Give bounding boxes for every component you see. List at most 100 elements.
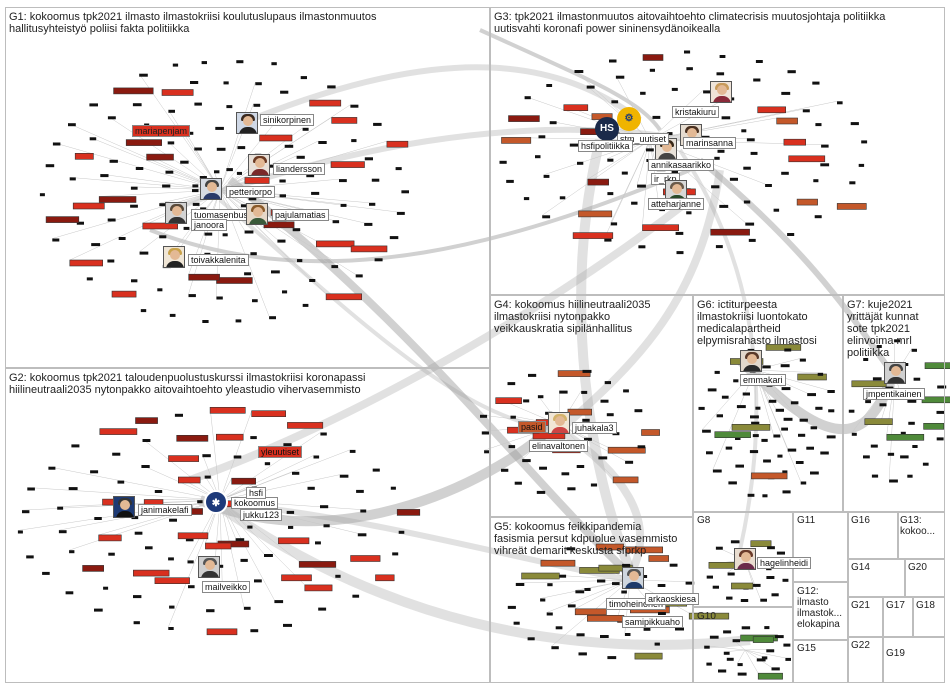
graph-node[interactable]	[637, 445, 646, 449]
graph-node[interactable]	[172, 63, 179, 67]
graph-node[interactable]	[395, 167, 402, 171]
graph-node[interactable]	[527, 637, 535, 641]
graph-node[interactable]	[313, 455, 320, 459]
graph-node[interactable]	[216, 296, 223, 300]
graph-node[interactable]	[130, 186, 138, 190]
graph-node[interactable]	[760, 598, 767, 602]
graph-node[interactable]	[578, 210, 613, 218]
graph-node[interactable]	[658, 612, 666, 615]
graph-node[interactable]	[719, 204, 729, 208]
graph-node[interactable]	[858, 163, 865, 167]
graph-node[interactable]	[135, 417, 158, 424]
graph-node[interactable]	[937, 385, 947, 389]
graph-node[interactable]	[836, 203, 867, 210]
graph-node[interactable]	[68, 123, 76, 127]
avatar-kokoomus[interactable]: ✱	[204, 490, 228, 514]
graph-node[interactable]	[776, 117, 798, 125]
graph-node[interactable]	[199, 176, 207, 179]
graph-node[interactable]	[727, 572, 735, 576]
graph-node[interactable]	[815, 406, 823, 410]
graph-node[interactable]	[604, 238, 612, 242]
graph-node[interactable]	[795, 461, 804, 464]
graph-node[interactable]	[168, 455, 200, 462]
graph-node[interactable]	[606, 413, 614, 417]
graph-node[interactable]	[735, 464, 744, 468]
graph-node[interactable]	[113, 87, 154, 95]
graph-node[interactable]	[709, 635, 719, 639]
user-label-samipikkuaho[interactable]: samipikkuaho	[622, 616, 684, 628]
graph-node[interactable]	[506, 179, 514, 183]
graph-node[interactable]	[783, 643, 791, 647]
graph-node[interactable]	[600, 399, 609, 403]
graph-node[interactable]	[886, 433, 925, 441]
graph-node[interactable]	[244, 177, 270, 184]
graph-node[interactable]	[223, 81, 229, 85]
graph-node[interactable]	[192, 184, 199, 188]
graph-node[interactable]	[735, 437, 741, 440]
graph-node[interactable]	[641, 429, 660, 436]
graph-node[interactable]	[784, 348, 792, 352]
avatar-petteriorpo[interactable]	[200, 178, 222, 200]
user-label-yleuutiset[interactable]: yleuutiset	[258, 446, 303, 458]
graph-node[interactable]	[26, 555, 34, 559]
graph-node[interactable]	[154, 577, 190, 585]
graph-node[interactable]	[168, 109, 175, 113]
graph-node[interactable]	[250, 252, 257, 256]
graph-node[interactable]	[513, 621, 520, 625]
graph-node[interactable]	[576, 633, 585, 637]
graph-node[interactable]	[315, 240, 355, 248]
graph-node[interactable]	[297, 259, 303, 263]
graph-node[interactable]	[247, 525, 253, 529]
graph-node[interactable]	[231, 477, 256, 485]
graph-node[interactable]	[74, 153, 94, 160]
graph-node[interactable]	[731, 423, 771, 431]
graph-node[interactable]	[233, 455, 242, 459]
graph-node[interactable]	[94, 517, 102, 520]
graph-node[interactable]	[277, 239, 286, 243]
graph-node[interactable]	[133, 621, 140, 625]
graph-node[interactable]	[240, 558, 248, 562]
graph-node[interactable]	[764, 626, 770, 630]
graph-node[interactable]	[45, 164, 55, 168]
graph-node[interactable]	[481, 431, 490, 435]
graph-node[interactable]	[360, 509, 367, 513]
graph-node[interactable]	[523, 399, 530, 403]
graph-node[interactable]	[737, 663, 743, 667]
graph-node[interactable]	[646, 148, 654, 152]
graph-node[interactable]	[908, 421, 915, 425]
graph-node[interactable]	[578, 652, 587, 656]
user-label-hsfipolitiikka[interactable]: hsfipolitiikka	[578, 140, 633, 152]
graph-node[interactable]	[325, 293, 363, 301]
graph-node[interactable]	[729, 177, 738, 181]
graph-node[interactable]	[799, 358, 806, 362]
graph-node[interactable]	[522, 459, 531, 463]
graph-node[interactable]	[288, 525, 294, 529]
graph-node[interactable]	[686, 211, 692, 215]
user-label-kristakiuru[interactable]: kristakiuru	[672, 106, 720, 118]
graph-node[interactable]	[922, 462, 929, 466]
graph-node[interactable]	[863, 455, 870, 459]
graph-node[interactable]	[188, 294, 196, 298]
graph-node[interactable]	[607, 446, 646, 454]
graph-node[interactable]	[323, 524, 330, 528]
graph-node[interactable]	[776, 551, 785, 555]
graph-node[interactable]	[300, 76, 307, 80]
graph-node[interactable]	[546, 84, 553, 87]
user-label-hagelinheidi[interactable]: hagelinheidi	[757, 557, 812, 569]
graph-node[interactable]	[339, 179, 347, 183]
graph-node[interactable]	[850, 122, 859, 126]
graph-node[interactable]	[480, 414, 488, 418]
graph-node[interactable]	[140, 309, 147, 313]
graph-node[interactable]	[542, 215, 551, 219]
graph-node[interactable]	[723, 651, 730, 655]
graph-node[interactable]	[688, 612, 730, 620]
graph-node[interactable]	[94, 608, 103, 612]
graph-node[interactable]	[667, 132, 673, 136]
graph-node[interactable]	[766, 649, 775, 653]
graph-node[interactable]	[750, 415, 759, 419]
graph-node[interactable]	[864, 418, 893, 426]
graph-node[interactable]	[817, 372, 824, 376]
graph-node[interactable]	[271, 62, 277, 66]
graph-node[interactable]	[676, 251, 684, 255]
user-label-janoora[interactable]: janoora	[191, 219, 228, 231]
